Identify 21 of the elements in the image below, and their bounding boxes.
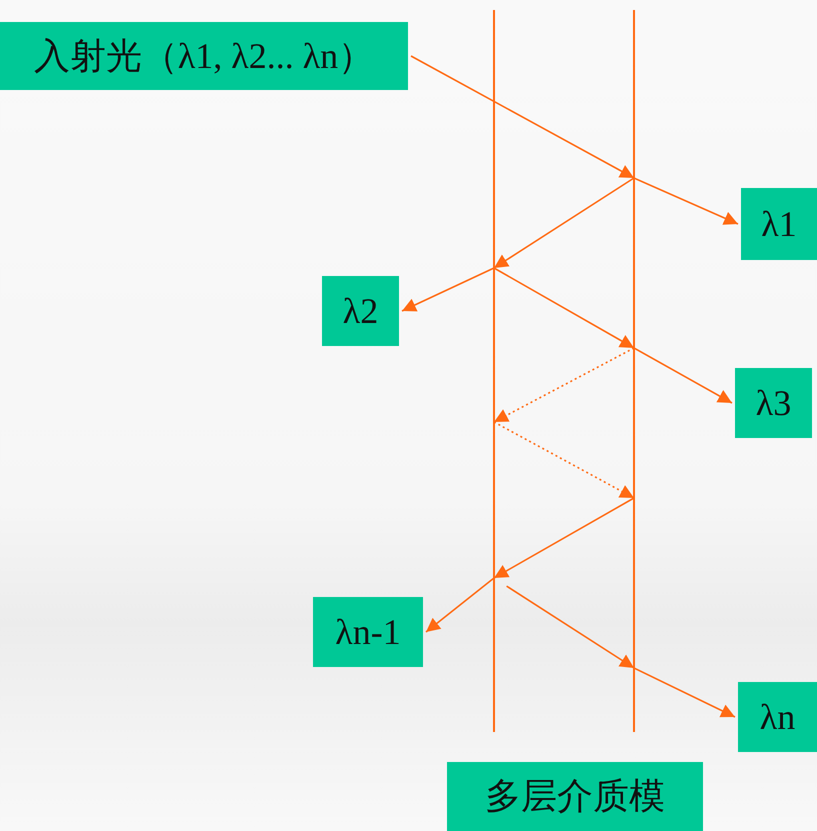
arrow: [634, 347, 732, 404]
arrow: [494, 421, 634, 499]
label-box: λn: [738, 682, 817, 752]
label-box: λn-1: [313, 597, 423, 667]
arrow: [494, 347, 634, 423]
label-box: λ2: [322, 276, 399, 346]
interface-line: [493, 10, 495, 732]
arrow: [410, 55, 634, 179]
arrow: [402, 267, 494, 312]
arrow: [506, 585, 634, 669]
interface-line: [633, 10, 635, 732]
label-box: λ1: [741, 188, 817, 260]
label-box: 入射光（λ1, λ2... λn）: [0, 22, 408, 90]
arrow: [494, 497, 634, 579]
arrow: [494, 177, 634, 269]
arrow: [634, 667, 736, 718]
caption-box: 多层介质模: [447, 762, 703, 831]
arrow: [634, 177, 738, 225]
arrow: [494, 267, 634, 349]
label-box: λ3: [735, 368, 812, 438]
arrow: [426, 577, 494, 633]
